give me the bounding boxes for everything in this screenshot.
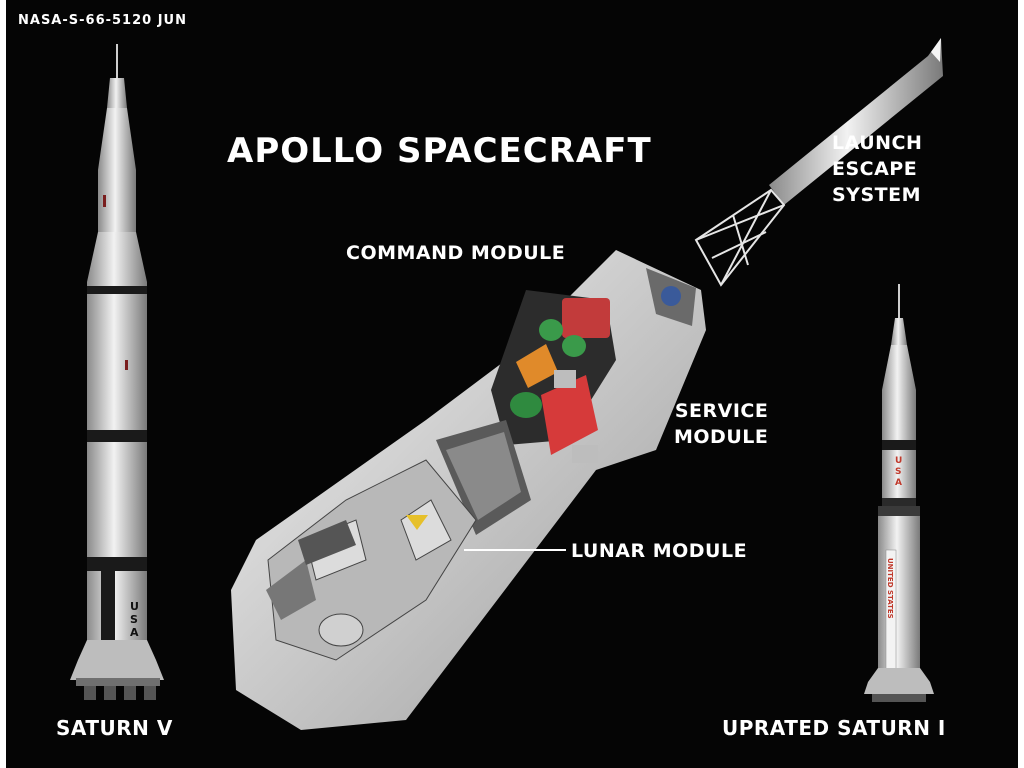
uprated-saturn-i-rocket: U S A UNITED STATES (864, 284, 934, 702)
launch-escape-system-label: LAUNCH ESCAPE SYSTEM (832, 130, 922, 208)
service-module-line-2: MODULE (674, 426, 769, 448)
launch-escape-system-line-3: SYSTEM (832, 184, 921, 206)
service-module-line-1: SERVICE (674, 400, 769, 422)
saturn-v-marking-u: U (130, 600, 139, 613)
saturn-v-label: SATURN V (56, 716, 173, 740)
page-title: APOLLO SPACECRAFT (227, 131, 652, 171)
poster-artwork: U S A U S A UNITED STATES (70, 38, 943, 730)
saturn-v-marking-a: A (130, 626, 139, 639)
photo-id: NASA-S-66-5120 JUN (18, 13, 187, 28)
saturn-i-marking-s: S (895, 467, 901, 477)
saturn-v-marking-s: S (130, 613, 138, 626)
apollo-spacecraft-cutaway (231, 38, 943, 730)
saturn-i-marking-a: A (895, 478, 902, 488)
launch-escape-system-line-2: ESCAPE (832, 158, 918, 180)
poster-frame: U S A U S A UNITED STATES (6, 0, 1018, 768)
saturn-v-rocket: U S A (70, 44, 164, 700)
saturn-i-marking-u: U (895, 456, 902, 466)
lunar-module-label: LUNAR MODULE (571, 540, 748, 562)
launch-escape-system-line-1: LAUNCH (832, 132, 923, 154)
service-module-label: SERVICE MODULE (674, 398, 768, 450)
uprated-saturn-i-label: UPRATED SATURN I (722, 716, 946, 740)
command-module-label: COMMAND MODULE (346, 242, 566, 264)
saturn-i-united-states-marking: UNITED STATES (886, 558, 894, 619)
